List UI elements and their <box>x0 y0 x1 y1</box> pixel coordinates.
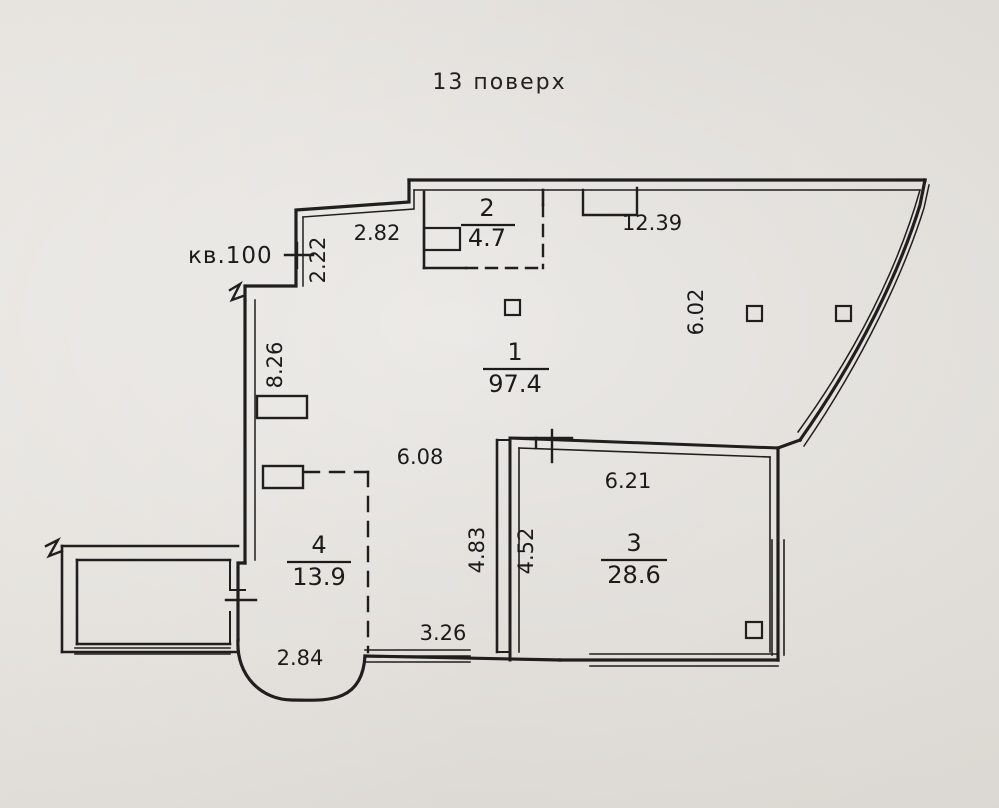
column-symbol-1 <box>503 298 522 317</box>
column-symbol-2 <box>745 304 764 323</box>
dimension-4-52: 4.52 <box>514 528 538 575</box>
annex-wall-recess <box>229 559 246 645</box>
room-label-4: 4 13.9 <box>287 531 351 591</box>
break-symbol-left-upper <box>228 280 245 303</box>
room-3-doorway <box>508 428 574 464</box>
annex-door-tick <box>224 587 258 614</box>
window-bottom-left <box>364 649 471 663</box>
room-4-area: 13.9 <box>292 563 345 591</box>
room-4-number: 4 <box>311 531 326 559</box>
dimension-4-83: 4.83 <box>465 527 489 574</box>
room-2-number: 2 <box>479 194 494 222</box>
room-label-3: 3 28.6 <box>601 529 667 589</box>
dimension-3-26: 3.26 <box>420 621 467 645</box>
room-label-1: 1 97.4 <box>483 338 549 398</box>
room-1-number: 1 <box>507 338 522 366</box>
window-bottom-right <box>589 653 779 667</box>
column-symbol-3 <box>834 304 853 323</box>
dimension-2-82: 2.82 <box>354 221 401 245</box>
dimension-2-22: 2.22 <box>306 237 330 284</box>
dimension-6-08: 6.08 <box>397 445 444 469</box>
dimension-8-26: 8.26 <box>263 342 287 389</box>
window-lower-left-room <box>74 647 231 655</box>
dimension-2-84: 2.84 <box>277 646 324 670</box>
dimension-6-02: 6.02 <box>684 289 708 336</box>
top-wall-niche <box>581 186 639 217</box>
inner-wall-lines <box>254 184 930 561</box>
room-3-walls <box>508 436 780 662</box>
room-3-number: 3 <box>626 529 641 557</box>
room-2-door-niche <box>422 226 462 252</box>
dimension-6-21: 6.21 <box>605 469 652 493</box>
page-title: 13 поверх <box>432 70 567 95</box>
room-1-area: 97.4 <box>488 370 541 398</box>
dimension-tick-marks <box>496 439 511 653</box>
apartment-marker <box>283 241 315 270</box>
break-symbol-left-lower <box>44 537 64 559</box>
apartment-label: кв.100 <box>188 243 273 269</box>
room-2-area: 4.7 <box>468 224 506 252</box>
room-3-inner-lines <box>518 447 771 653</box>
lower-left-annex <box>60 544 240 654</box>
room-label-2: 2 4.7 <box>461 194 515 252</box>
room-2-dashed-partition <box>464 203 545 270</box>
room-4-dashed-partition <box>303 470 370 654</box>
column-symbol-4 <box>744 620 764 640</box>
room-3-area: 28.6 <box>607 561 660 589</box>
dimension-12-39: 12.39 <box>622 211 682 235</box>
window-room-3-right <box>771 539 785 656</box>
left-wall-niches <box>255 394 309 490</box>
